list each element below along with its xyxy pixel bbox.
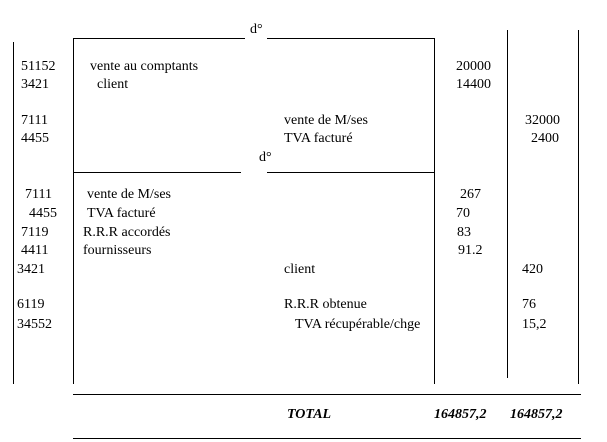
total-debit: 164857,2 <box>434 407 487 422</box>
credit-amount: 32000 <box>525 113 560 128</box>
entry1-separator-left <box>73 38 245 39</box>
account-number: 3421 <box>21 77 49 92</box>
line-label: client <box>284 262 316 277</box>
debit-amount: 14400 <box>456 77 491 92</box>
credit-amount: 15,2 <box>522 317 547 332</box>
entry2-date: d° <box>259 150 272 165</box>
debit-amount: 20000 <box>456 59 491 74</box>
total-credit: 164857,2 <box>510 407 563 422</box>
account-number: 7111 <box>21 113 48 128</box>
total-label: TOTAL <box>287 407 332 422</box>
line-label: R.R.R accordés <box>83 225 171 240</box>
entry1-separator-right <box>267 38 434 39</box>
line-label: vente au comptants <box>90 59 199 74</box>
account-number: 4455 <box>29 206 57 221</box>
entry1-date: d° <box>250 22 263 37</box>
account-number: 6119 <box>17 297 45 312</box>
account-number: 7111 <box>25 187 52 202</box>
account-number: 4455 <box>21 131 49 146</box>
line-label: TVA facturé <box>284 131 353 146</box>
account-number: 34552 <box>17 317 52 332</box>
account-number: 51152 <box>21 59 56 74</box>
line-label: TVA récupérable/chge <box>295 317 421 332</box>
debit-amount: 83 <box>457 225 471 240</box>
credit-amount: 76 <box>522 297 536 312</box>
debit-amount: 70 <box>456 206 470 221</box>
account-number: 7119 <box>21 225 49 240</box>
entry2-separator-right <box>267 172 434 173</box>
column-rule-credit <box>507 30 508 378</box>
line-label: vente de M/ses <box>284 113 368 128</box>
entry2-separator-left <box>73 172 241 173</box>
credit-amount: 2400 <box>531 131 559 146</box>
line-label: vente de M/ses <box>87 187 171 202</box>
totals-bottom-rule <box>73 438 581 439</box>
column-rule-accounts <box>73 38 74 384</box>
column-rule-debit <box>434 38 435 384</box>
column-rule-left <box>13 42 14 384</box>
totals-top-rule <box>73 394 581 395</box>
line-label: R.R.R obtenue <box>284 297 367 312</box>
credit-amount: 420 <box>522 262 543 277</box>
line-label: fournisseurs <box>83 243 152 258</box>
account-number: 4411 <box>21 243 49 258</box>
line-label: TVA facturé <box>87 206 156 221</box>
debit-amount: 267 <box>460 187 481 202</box>
debit-amount: 91.2 <box>458 243 483 258</box>
account-number: 3421 <box>17 262 45 277</box>
line-label: client <box>97 77 129 92</box>
column-rule-right <box>578 30 579 384</box>
